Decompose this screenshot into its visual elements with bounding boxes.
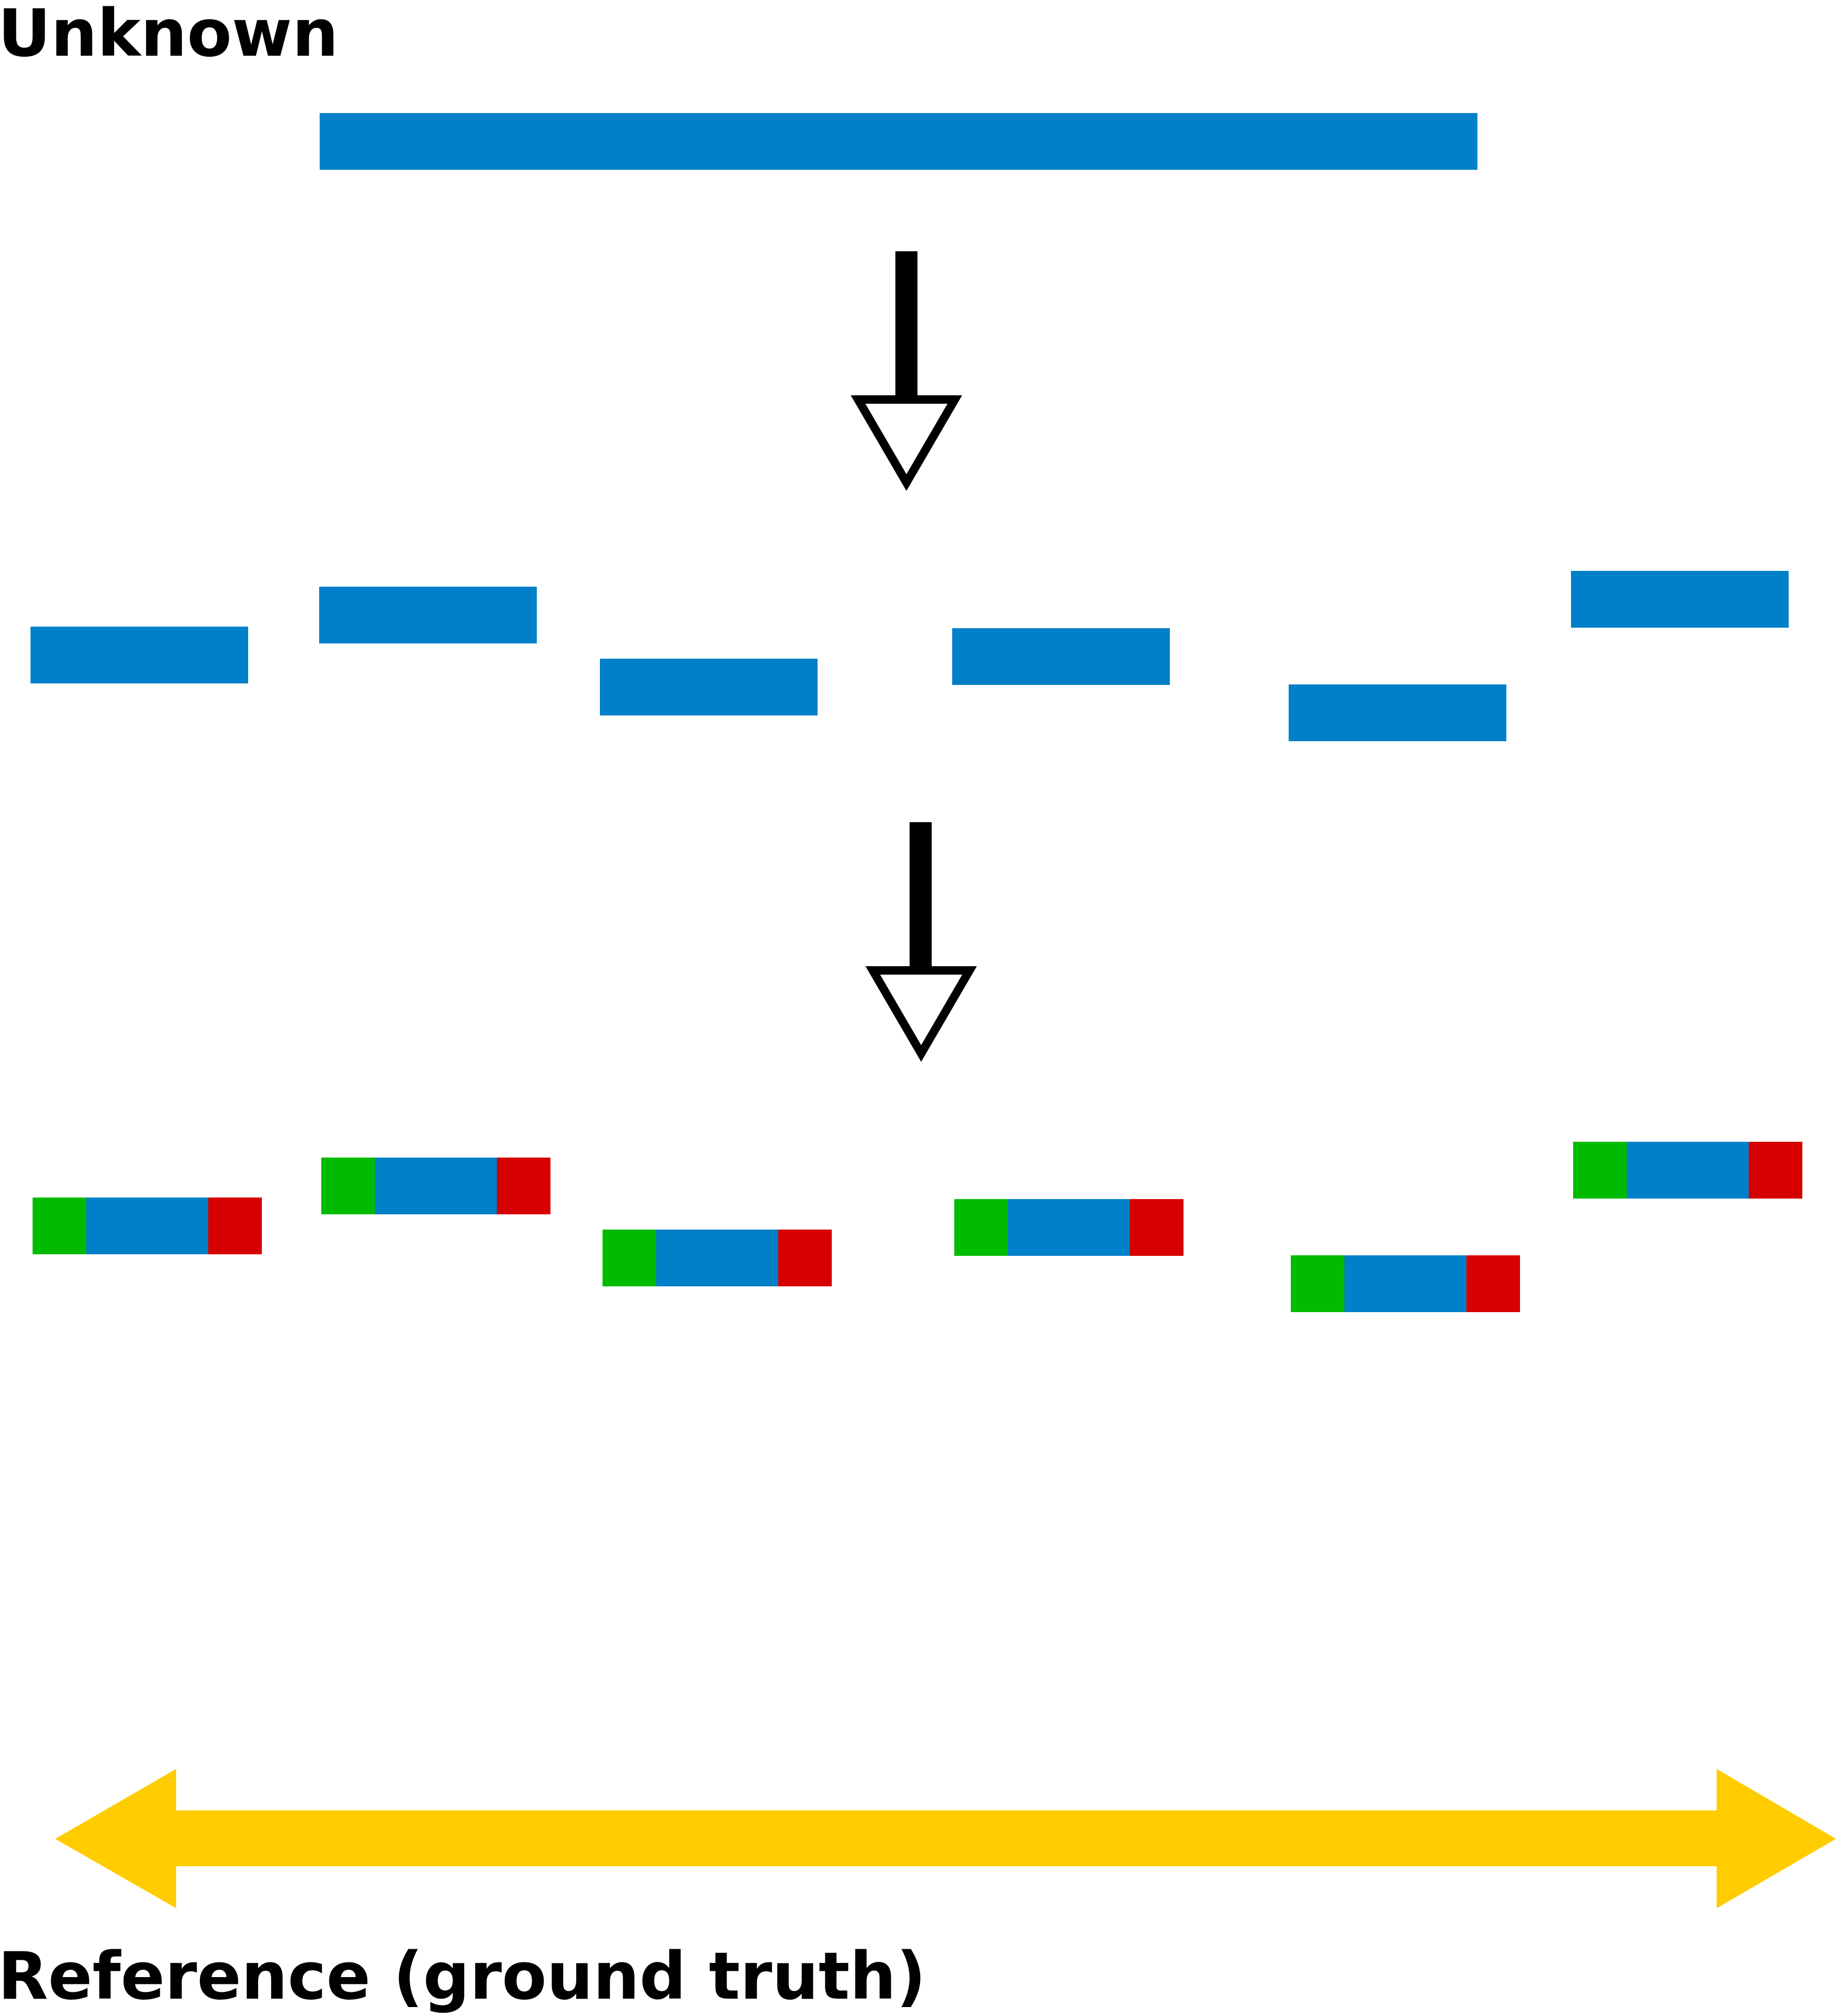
adapter-fragment-6	[1573, 1142, 1802, 1199]
adapter-fragment-2	[321, 1158, 550, 1214]
adapter-fragment-1	[33, 1198, 262, 1254]
fragment-2	[319, 587, 537, 643]
reference-double-arrow-icon	[55, 1769, 1836, 1908]
unknown-label: Unknown	[0, 0, 339, 71]
fragment-row	[30, 571, 1789, 741]
unknown-sequence-bar	[320, 113, 1477, 170]
fragment-5	[1289, 684, 1506, 741]
fragment-1	[30, 627, 248, 683]
reference-label: Reference (ground truth)	[0, 1939, 926, 2014]
fragment-3	[600, 659, 818, 715]
adapter-fragment-row	[33, 1142, 1802, 1312]
fragment-4	[952, 628, 1170, 685]
adapter-fragment-5	[1291, 1255, 1520, 1312]
down-arrow-icon	[865, 822, 977, 1062]
fragment-6	[1571, 571, 1789, 628]
adapter-fragment-4	[954, 1199, 1184, 1256]
adapter-fragment-3	[603, 1230, 832, 1286]
down-arrow-icon	[851, 251, 962, 491]
